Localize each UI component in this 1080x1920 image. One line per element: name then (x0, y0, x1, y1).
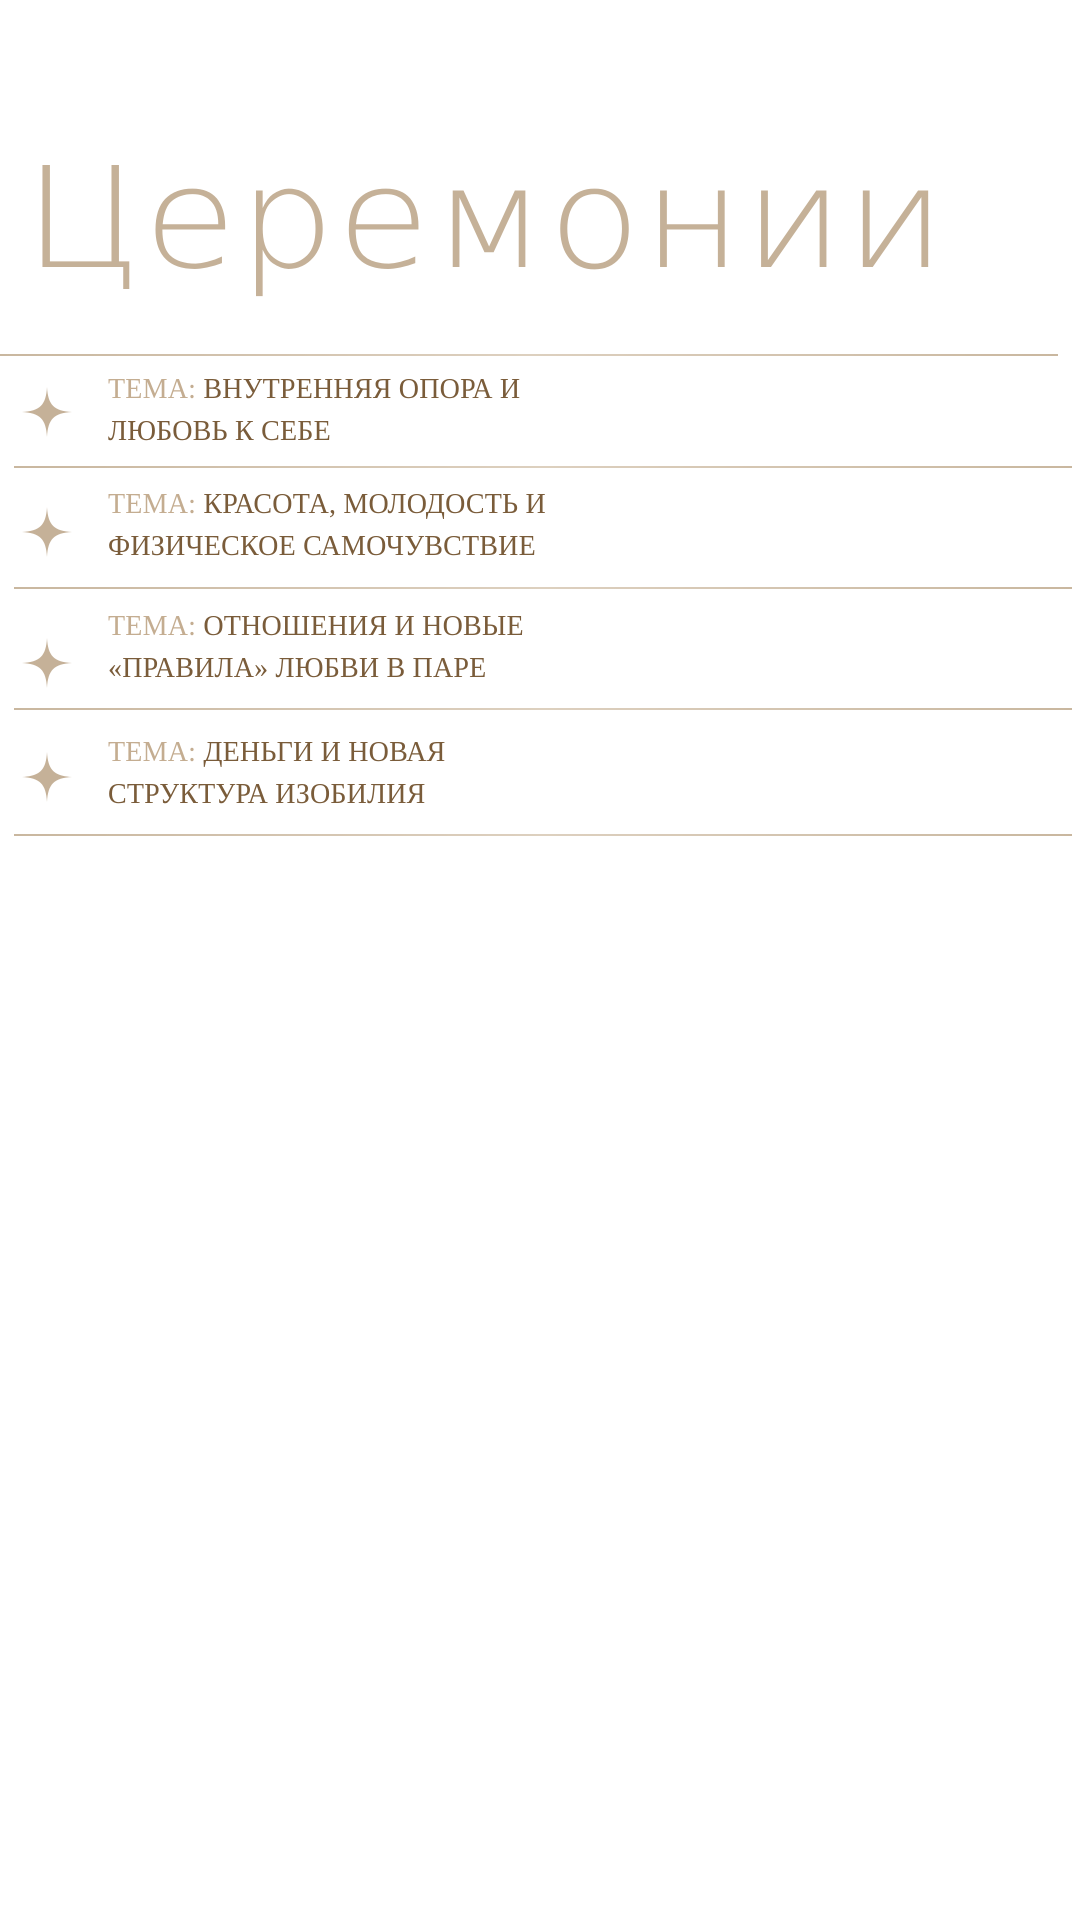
item-label: ТЕМА: (108, 737, 197, 768)
sparkle-star-icon (22, 387, 72, 437)
item-line1: ОТНОШЕНИЯ И НОВЫЕ (203, 611, 524, 642)
divider (0, 354, 1058, 356)
item-text: ТЕМА: ВНУТРЕННЯЯ ОПОРА И ЛЮБОВЬ К СЕБЕ (108, 369, 520, 453)
divider (14, 834, 1072, 836)
divider (14, 708, 1072, 710)
item-text: ТЕМА: КРАСОТА, МОЛОДОСТЬ И ФИЗИЧЕСКОЕ СА… (108, 484, 546, 568)
page-title: Церемонии (24, 138, 948, 301)
item-line2: ФИЗИЧЕСКОЕ САМОЧУВСТВИЕ (108, 531, 536, 562)
item-label: ТЕМА: (108, 489, 197, 520)
item-text: ТЕМА: ДЕНЬГИ И НОВАЯ СТРУКТУРА ИЗОБИЛИЯ (108, 732, 446, 816)
item-line2: «ПРАВИЛА» ЛЮБВИ В ПАРЕ (108, 653, 487, 684)
item-label: ТЕМА: (108, 374, 197, 405)
item-label: ТЕМА: (108, 611, 197, 642)
sparkle-star-icon (22, 507, 72, 557)
item-line1: ВНУТРЕННЯЯ ОПОРА И (203, 374, 521, 405)
item-line2: СТРУКТУРА ИЗОБИЛИЯ (108, 779, 426, 810)
item-text: ТЕМА: ОТНОШЕНИЯ И НОВЫЕ «ПРАВИЛА» ЛЮБВИ … (108, 606, 524, 690)
sparkle-star-icon (22, 638, 72, 688)
item-line1: ДЕНЬГИ И НОВАЯ (203, 737, 446, 768)
item-line2: ЛЮБОВЬ К СЕБЕ (108, 416, 331, 447)
item-line1: КРАСОТА, МОЛОДОСТЬ И (203, 489, 546, 520)
divider (14, 466, 1072, 468)
sparkle-star-icon (22, 752, 72, 802)
divider (14, 587, 1072, 589)
